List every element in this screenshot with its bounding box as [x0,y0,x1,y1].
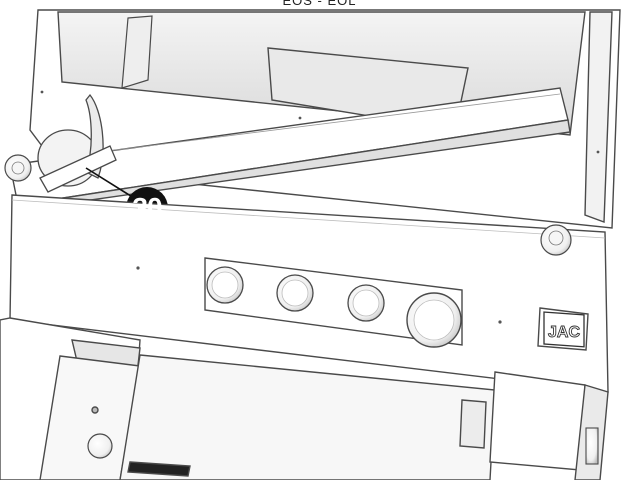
lower-right-block [489,371,609,481]
jac-logo-text: JAC [548,324,580,341]
lower-chute [119,354,496,481]
control-knob-1 [206,266,244,304]
lower-left-side [0,317,141,481]
control-knob-4 [406,292,462,348]
pusher-part [37,93,117,193]
right-knob [540,224,572,256]
inner-hinge [121,15,153,89]
bottom-knob [87,433,113,459]
header-text: EOS - EOL [282,0,357,8]
control-knobs [206,266,462,348]
left-knob [4,154,32,182]
control-knob-3 [347,284,385,322]
callout-number: 30 [132,192,162,223]
control-knob-2 [276,274,314,312]
jac-logo: JAC [543,311,585,348]
screw-dots [40,90,600,324]
